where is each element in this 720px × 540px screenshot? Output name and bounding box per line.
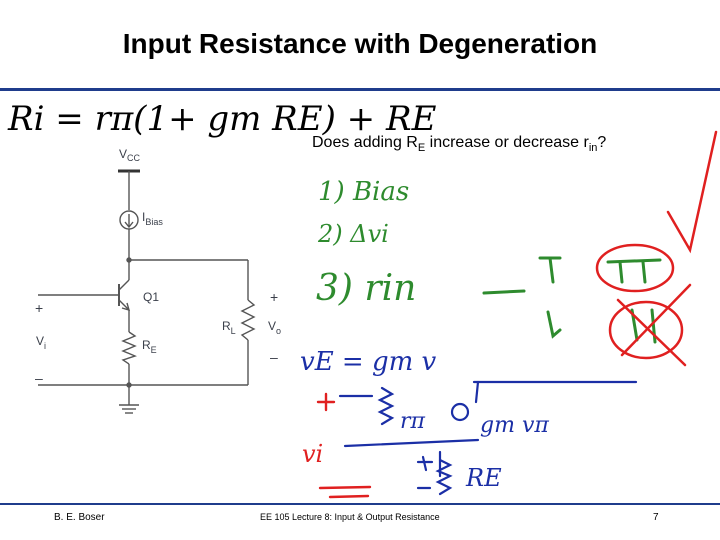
handwritten-ve-equation: vE = gm v <box>300 347 437 377</box>
vi-label: Vi <box>36 334 46 351</box>
handwritten-gm-vpi: gm vπ <box>480 413 549 438</box>
vi-plus: + <box>35 300 43 316</box>
handwritten-item-delta-vi: 2) Δvi <box>317 220 389 248</box>
re-resistor-symbol <box>121 331 137 365</box>
handwritten-vi: vi <box>302 440 323 468</box>
ibias-label: IBias <box>142 210 163 227</box>
vo-minus: – <box>270 349 278 365</box>
vcc-label: VCC <box>119 147 141 163</box>
vo-plus: + <box>270 289 278 305</box>
rl-resistor-symbol <box>240 299 256 341</box>
handwritten-item-rin: 3) rin <box>316 268 416 309</box>
handwritten-blue-circuit <box>338 380 638 496</box>
re-label: RE <box>142 338 157 355</box>
handwritten-red-marks <box>595 130 718 367</box>
vi-minus: – <box>35 370 43 386</box>
handwritten-rpi: rπ <box>400 409 426 434</box>
vo-label: Vo <box>268 319 281 336</box>
q1-label: Q1 <box>143 290 159 304</box>
circuit-labels: VCC IBias Q1 RE RL Vo + – + Vi – <box>35 147 281 386</box>
question-text: Does adding RE increase or decrease rin? <box>312 134 607 155</box>
handwritten-formula: Ri = rπ(1+ gm RE) + RE <box>7 99 437 139</box>
handwritten-re: RE <box>465 464 502 492</box>
circuit-schematic <box>38 169 256 414</box>
page-number: 7 <box>653 512 659 523</box>
handwritten-red-circuit <box>316 392 372 499</box>
handwritten-item-bias: 1) Bias <box>318 177 409 207</box>
handwritten-green-marks <box>482 256 662 344</box>
footer-divider <box>0 503 720 505</box>
title-divider <box>0 88 720 91</box>
rl-label: RL <box>222 319 236 336</box>
footer-author: B. E. Boser <box>54 512 105 523</box>
footer-course: EE 105 Lecture 8: Input & Output Resista… <box>260 512 440 522</box>
slide-title: Input Resistance with Degeneration <box>122 28 598 59</box>
